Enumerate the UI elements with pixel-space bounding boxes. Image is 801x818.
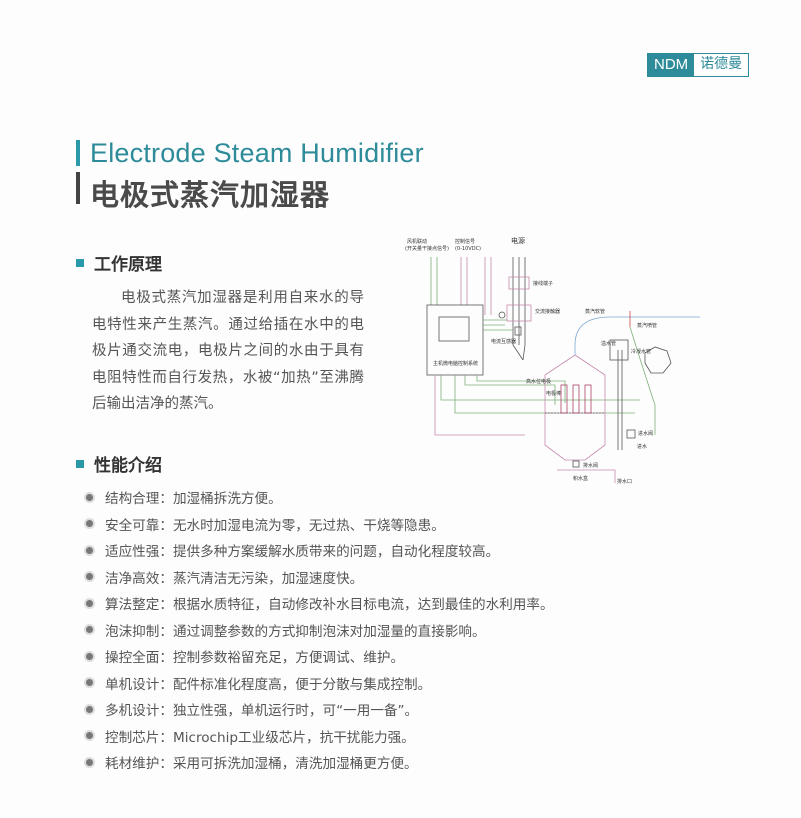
feature-item: 泡沫抑制：通过调整参数的方式抑制泡沫对加湿量的直接影响。	[84, 617, 554, 644]
bullet-dot-icon	[86, 705, 93, 713]
feature-text: 洁净高效：蒸汽清洁无污染，加湿速度快。	[105, 570, 364, 587]
square-bullet-icon	[76, 258, 84, 267]
label-condensate: 冷凝水管	[631, 348, 651, 355]
brand-logo: NDM 诺德曼	[647, 53, 750, 77]
bullet-dot-icon	[86, 573, 93, 581]
feature-item: 单机设计：配件标准化程度高，便于分散与集成控制。	[84, 670, 554, 697]
feature-item: 安全可靠：无水时加湿电流为零，无过热、干烧等隐患。	[84, 511, 554, 538]
feature-text: 结构合理：加湿桶拆洗方便。	[105, 491, 282, 508]
label-inlet-valve: 进水阀	[638, 430, 653, 437]
title-accent-bar-dark	[76, 172, 80, 204]
section-principle-heading: 工作原理	[76, 250, 162, 275]
feature-text: 安全可靠：无水时加湿电流为零，无过热、干烧等隐患。	[105, 517, 445, 534]
label-signal: 控制信号	[455, 238, 475, 245]
label-fan: 风机联动	[407, 238, 427, 245]
label-drain-outlet: 排水口	[617, 478, 632, 485]
label-overflow: 溢水管	[601, 340, 616, 347]
title-accent-bar	[76, 140, 80, 166]
feature-item: 操控全面：控制参数裕留充足，方便调试、维护。	[84, 643, 554, 670]
feature-text: 算法整定：根据水质特征，自动修改补水目标电流，达到最佳的水利用率。	[105, 597, 554, 614]
title-english: Electrode Steam Humidifier	[90, 138, 424, 168]
bullet-dot-icon	[86, 626, 93, 634]
bullet-dot-icon	[86, 652, 93, 660]
feature-item: 多机设计：独立性强，单机运行时，可“一用一备”。	[84, 696, 554, 723]
label-fan-sub: (开关量干接点信号)	[405, 245, 449, 252]
label-steam-pipe: 蒸汽喷管	[637, 322, 657, 329]
humidifier-schematic-diagram: 风机联动 (开关量干接点信号) 控制信号 (0-10VDC) 电源 接线端子 交…	[405, 236, 700, 485]
feature-item: 耗材维护：采用可拆洗加湿桶，清洗加湿桶更方便。	[84, 749, 554, 776]
feature-text: 操控全面：控制参数裕留充足，方便调试、维护。	[105, 650, 405, 667]
feature-text: 单机设计：配件标准化程度高，便于分散与集成控制。	[105, 676, 432, 693]
section-title: 性能介绍	[94, 456, 162, 476]
feature-text: 泡沫抑制：通过调整参数的方式抑制泡沫对加湿量的直接影响。	[105, 623, 486, 640]
features-list: 结构合理：加湿桶拆洗方便。 安全可靠：无水时加湿电流为零，无过热、干烧等隐患。 …	[84, 484, 554, 776]
label-inlet: 进水	[637, 443, 647, 450]
feature-item: 算法整定：根据水质特征，自动修改补水目标电流，达到最佳的水利用率。	[84, 590, 554, 617]
section-features-heading: 性能介绍	[76, 451, 162, 476]
label-terminal: 接线端子	[533, 280, 553, 287]
label-power: 电源	[511, 236, 525, 245]
title-chinese: 电极式蒸汽加湿器	[90, 178, 331, 212]
label-electrode: 电极棒	[546, 390, 561, 397]
bullet-dot-icon	[86, 679, 93, 687]
feature-item: 控制芯片：Microchip工业级芯片，抗干扰能力强。	[84, 723, 554, 750]
label-signal-sub: (0-10VDC)	[455, 246, 481, 252]
label-steam-hose: 蒸汽软管	[585, 308, 605, 315]
brand-en: NDM	[648, 54, 695, 76]
label-controller: 主机微电脑控制系统	[433, 360, 478, 367]
feature-item: 适应性强：提供多种方案缓解水质带来的问题，自动化程度较高。	[84, 537, 554, 564]
bullet-dot-icon	[86, 599, 93, 607]
feature-text: 耗材维护：采用可拆洗加湿桶，清洗加湿桶更方便。	[105, 756, 418, 773]
feature-text: 控制芯片：Microchip工业级芯片，抗干扰能力强。	[105, 729, 415, 746]
bullet-dot-icon	[86, 732, 93, 740]
bullet-dot-icon	[86, 493, 93, 501]
label-high-level: 高水位电极	[526, 378, 551, 385]
bullet-dot-icon	[86, 520, 93, 528]
brand-cn: 诺德曼	[694, 54, 749, 76]
feature-text: 多机设计：独立性强，单机运行时，可“一用一备”。	[105, 703, 419, 720]
label-ct: 电流互感器	[491, 338, 516, 345]
section-title: 工作原理	[94, 255, 162, 275]
feature-text: 适应性强：提供多种方案缓解水质带来的问题，自动化程度较高。	[105, 544, 500, 561]
label-drain-valve: 排水阀	[583, 462, 598, 469]
label-drain-box: 积水盒	[573, 475, 588, 482]
feature-item: 结构合理：加湿桶拆洗方便。	[84, 484, 554, 511]
bullet-dot-icon	[86, 546, 93, 554]
bullet-dot-icon	[86, 758, 93, 766]
square-bullet-icon	[76, 459, 84, 468]
feature-item: 洁净高效：蒸汽清洁无污染，加湿速度快。	[84, 564, 554, 591]
principle-paragraph: 电极式蒸汽加湿器是利用自来水的导电特性来产生蒸汽。通过给插在水中的电极片通交流电…	[92, 290, 364, 412]
label-contactor: 交流接触器	[535, 308, 560, 315]
